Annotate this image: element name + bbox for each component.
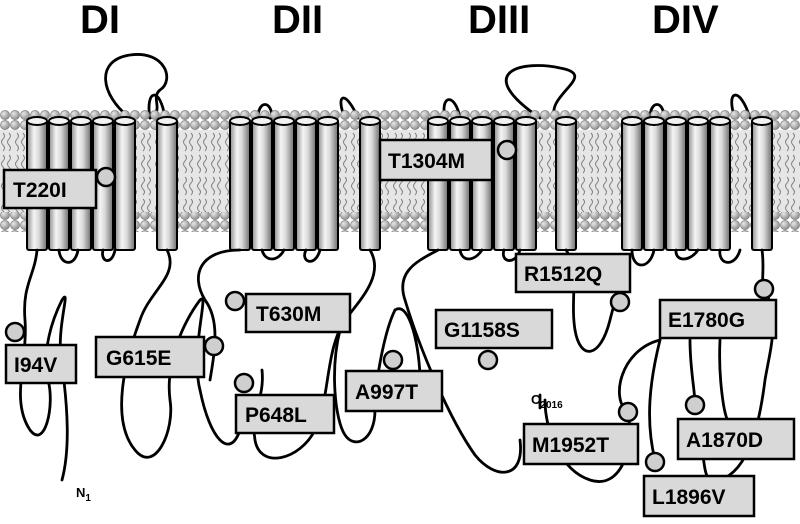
svg-text:E1780G: E1780G [668,309,745,332]
svg-text:I94V: I94V [14,354,57,377]
site-e1780g [753,278,775,300]
helix-group-d3 [427,116,577,251]
label-g615e: G615E [94,335,206,379]
n-terminus-label: N1 [76,485,91,504]
svg-text:M1952T: M1952T [532,434,609,457]
site-a1870d [684,394,706,416]
svg-text:P648L: P648L [245,404,307,427]
termini: N1 C2016 [76,392,563,504]
site-i94v [4,321,26,343]
domain-title-d2: DII [272,0,323,42]
svg-text:A997T: A997T [355,381,418,404]
svg-text:A1870D: A1870D [686,429,763,452]
label-e1780g: E1780G [658,298,778,340]
svg-text:T630M: T630M [256,303,321,326]
label-t1304m: T1304M [378,138,494,182]
site-a997t [382,349,404,371]
svg-text:T220I: T220I [13,179,67,202]
label-m1952t: M1952T [522,422,640,466]
svg-text:R1512Q: R1512Q [524,263,602,286]
label-t630m: T630M [244,292,352,334]
label-l1896v: L1896V [642,474,756,518]
svg-text:G1158S: G1158S [444,319,520,342]
extracellular-loops [104,53,752,120]
site-g1158s [477,349,499,371]
transmembrane-helices [26,116,773,251]
svg-text:L1896V: L1896V [652,486,726,509]
site-l1896v [644,451,666,473]
domain-title-d1: DI [80,0,120,42]
label-g1158s: G1158S [434,308,554,350]
label-a997t: A997T [344,369,444,413]
site-t1304m [496,139,518,161]
site-g615e [203,335,225,357]
site-r1512q [609,291,631,313]
site-t630m [224,290,246,312]
label-p648l: P648L [234,393,336,435]
svg-text:G615E: G615E [106,347,171,370]
site-t220i [95,166,117,188]
domain-title-d4: DIV [652,0,719,42]
label-i94v: I94V [4,343,78,385]
domain-titles: DI DII DIII DIV [80,0,719,42]
helix-group-d4 [621,116,773,251]
domain-title-d3: DIII [468,0,530,42]
site-p648l [233,372,255,394]
site-m1952t [617,401,639,423]
label-t220i: T220I [2,168,98,210]
c-terminus-label: C2016 [531,392,563,411]
label-a1870d: A1870D [676,417,796,461]
label-r1512q: R1512Q [514,252,632,294]
mutation-sites [4,139,775,473]
mutation-labels: T220I I94V G615E T630M P648L A997T T1304… [2,138,796,518]
svg-text:T1304M: T1304M [388,150,465,173]
